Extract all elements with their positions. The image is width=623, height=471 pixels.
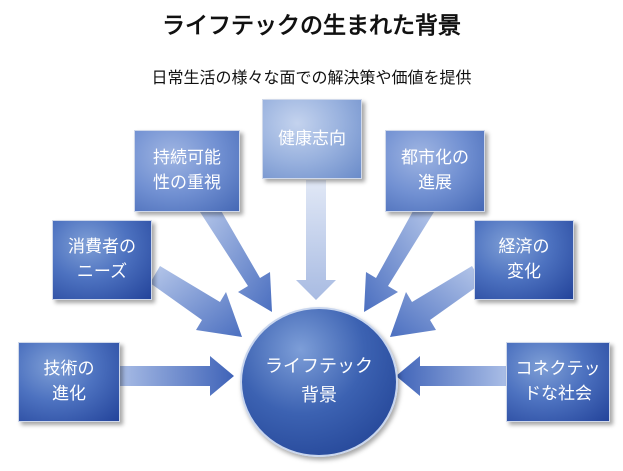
node-health: 健康志向 — [262, 99, 362, 179]
node-urbanization: 都市化の 進展 — [385, 130, 485, 212]
node-technology-line1: 技術の — [43, 359, 95, 380]
node-consumer-line1: 消費者の — [68, 237, 136, 258]
node-connected-society: コネクテッ ドな社会 — [506, 342, 610, 422]
center-line2: 背景 — [301, 385, 337, 406]
node-economy: 経済の 変化 — [474, 220, 574, 300]
arrow-connected — [396, 356, 506, 396]
arrow-sustainability — [200, 202, 272, 312]
node-urbanization-line1: 都市化の — [401, 148, 469, 169]
node-sustainability: 持続可能 性の重視 — [134, 130, 240, 212]
arrow-health — [296, 180, 336, 300]
arrow-technology — [118, 356, 234, 396]
node-economy-line1: 経済の — [498, 237, 550, 258]
arrow-urbanization — [364, 202, 434, 312]
diagram-subtitle: 日常生活の様々な面での解決策や価値を提供 — [151, 68, 472, 87]
node-economy-line2: 変化 — [507, 262, 541, 282]
diagram-title: ライフテックの生まれた背景 — [162, 13, 461, 39]
node-connected-line2: ドな社会 — [524, 384, 592, 404]
node-consumer-needs: 消費者の ニーズ — [52, 220, 152, 300]
center-line1: ライフテック — [265, 356, 373, 378]
node-sustainability-line2: 性の重視 — [153, 173, 221, 193]
node-technology: 技術の 進化 — [18, 342, 120, 422]
node-sustainability-line1: 持続可能 — [153, 148, 221, 169]
center-node-lifetech-background: ライフテック 背景 — [240, 307, 398, 457]
node-health-line1: 健康志向 — [278, 128, 346, 149]
node-consumer-line2: ニーズ — [76, 262, 128, 282]
node-urbanization-line2: 進展 — [418, 173, 452, 193]
arrow-consumer — [150, 266, 242, 337]
node-technology-line2: 進化 — [52, 384, 86, 404]
node-connected-line1: コネクテッ — [515, 359, 601, 380]
arrow-economy — [390, 266, 482, 337]
